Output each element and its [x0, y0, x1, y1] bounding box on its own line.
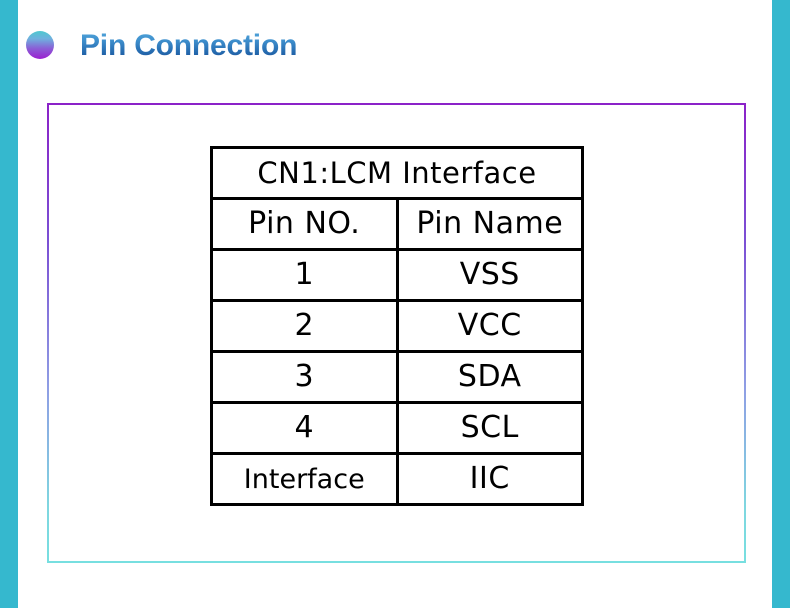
- cell-pin-name: SDA: [395, 350, 584, 404]
- pin-connection-table: CN1:LCM Interface Pin NO. Pin Name 1 VSS…: [210, 146, 584, 506]
- page-title: Pin Connection: [80, 28, 298, 62]
- column-header-pin-no: Pin NO.: [210, 197, 399, 251]
- cell-pin-name: SCL: [395, 401, 584, 455]
- cell-pin-name: IIC: [395, 452, 584, 506]
- cell-pin-no: 4: [210, 401, 399, 455]
- left-accent-bar: [0, 0, 18, 608]
- table-row: 4 SCL: [210, 401, 584, 455]
- pin-connection-table-wrapper: CN1:LCM Interface Pin NO. Pin Name 1 VSS…: [210, 146, 584, 506]
- content-frame-inner: CN1:LCM Interface Pin NO. Pin Name 1 VSS…: [49, 105, 744, 561]
- table-row: 1 VSS: [210, 248, 584, 302]
- table-row: 2 VCC: [210, 299, 584, 353]
- content-frame: CN1:LCM Interface Pin NO. Pin Name 1 VSS…: [47, 103, 746, 563]
- cell-pin-name: VSS: [395, 248, 584, 302]
- cell-pin-no: Interface: [210, 452, 399, 506]
- table-row-header: Pin NO. Pin Name: [210, 197, 584, 251]
- column-header-pin-name: Pin Name: [395, 197, 584, 251]
- cell-pin-no: 2: [210, 299, 399, 353]
- right-accent-bar: [772, 0, 790, 608]
- gradient-bullet-icon: [26, 31, 54, 59]
- cell-pin-name: VCC: [395, 299, 584, 353]
- slide-header: Pin Connection: [26, 22, 297, 68]
- cell-pin-no: 1: [210, 248, 399, 302]
- table-row: 3 SDA: [210, 350, 584, 404]
- cell-pin-no: 3: [210, 350, 399, 404]
- table-row-title: CN1:LCM Interface: [210, 146, 584, 200]
- table-title-cell: CN1:LCM Interface: [210, 146, 584, 200]
- table-row: Interface IIC: [210, 452, 584, 506]
